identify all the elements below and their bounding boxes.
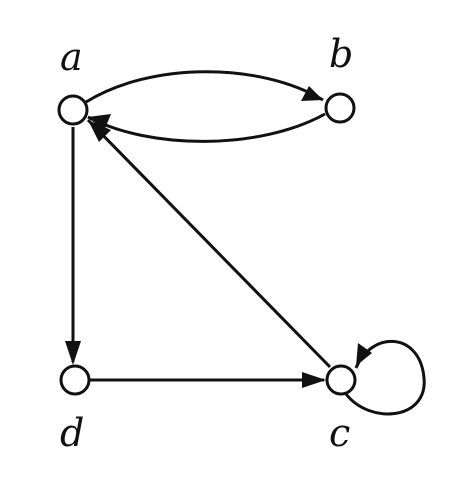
node-label-d: d <box>60 411 84 455</box>
arrowhead-d-to-c <box>302 372 326 388</box>
node-d <box>59 364 91 396</box>
edge-b-to-a <box>87 112 326 143</box>
node-label-b: b <box>329 32 353 76</box>
arrowhead-a-to-b <box>301 86 323 101</box>
node-label-c: c <box>329 411 350 455</box>
arrowhead-c-to-a <box>88 120 111 142</box>
node-a <box>57 94 89 126</box>
arrowhead-b-to-a <box>88 114 111 131</box>
edges <box>65 70 426 416</box>
edge-a-to-b <box>85 70 324 104</box>
arrowhead-a-to-d <box>65 341 81 365</box>
arrowhead-c-self-loop <box>356 343 372 366</box>
nodes <box>57 92 357 396</box>
node-b <box>324 92 356 124</box>
node-c <box>325 364 357 396</box>
node-labels: a b c d <box>60 32 353 455</box>
node-label-a: a <box>60 35 83 79</box>
edge-c-self-loop <box>344 340 426 416</box>
edge-c-to-a <box>86 118 332 369</box>
